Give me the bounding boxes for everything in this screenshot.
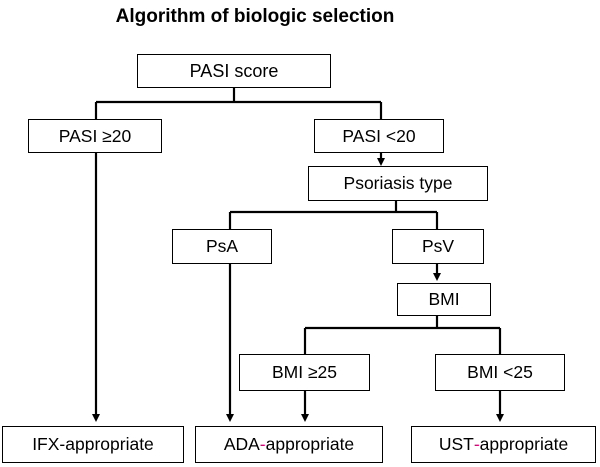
node-bmi-low: BMI <25 (435, 354, 565, 391)
outcome-ust-hyphen: - (473, 434, 480, 454)
outcome-ifx-hyphen: - (59, 434, 66, 454)
outcome-ifx-label: appropriate (65, 434, 154, 454)
node-psv: PsV (392, 229, 484, 264)
outcome-ada-drug: ADA (223, 434, 260, 454)
outcome-ifx-appropriate: IFX-appropriate (2, 426, 184, 463)
node-psa: PsA (172, 229, 272, 264)
outcome-ust-drug: UST (438, 434, 474, 454)
outcome-ada-appropriate: ADA-appropriate (195, 426, 383, 463)
node-pasi-high: PASI ≥20 (28, 119, 162, 153)
outcome-ada-label: appropriate (265, 434, 355, 454)
outcome-ust-appropriate: UST-appropriate (411, 426, 596, 463)
outcome-ust-label: appropriate (479, 434, 569, 454)
outcome-ada-hyphen: - (259, 434, 266, 454)
node-pasi-low: PASI <20 (314, 119, 444, 153)
diagram-title: Algorithm of biologic selection (115, 6, 395, 27)
node-psoriasis-type: Psoriasis type (308, 166, 488, 201)
node-bmi: BMI (397, 283, 491, 316)
node-bmi-high: BMI ≥25 (239, 354, 370, 391)
outcome-ifx-drug: IFX (32, 434, 60, 454)
node-pasi-score: PASI score (137, 54, 331, 88)
